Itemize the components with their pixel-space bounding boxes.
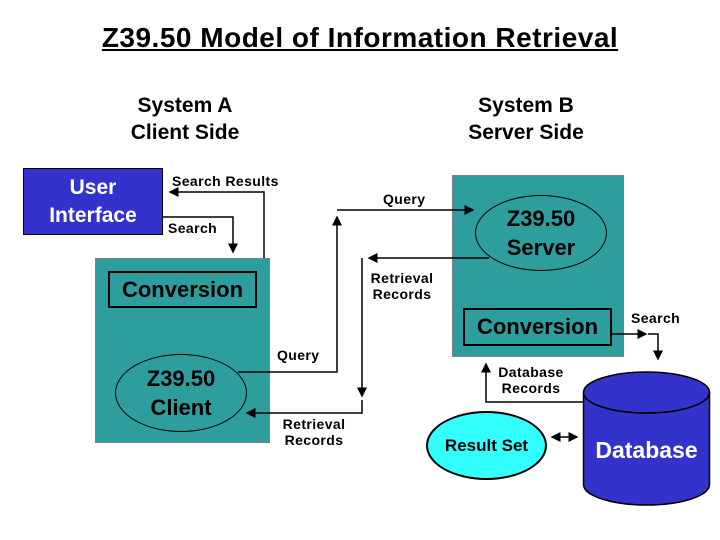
arrow-search-into-database — [648, 333, 663, 361]
heading-system-b-line1: System B — [478, 94, 574, 117]
z3950-client-line1: Z39.50 — [146, 366, 216, 391]
node-server-conversion: Conversion — [463, 308, 612, 346]
label-retrieval-records-client-line2: Records — [284, 431, 344, 448]
heading-system-a-line2: Client Side — [130, 121, 240, 144]
label-retrieval-records-mid-line1: Retrieval — [370, 270, 434, 286]
z3950-client-line2: Client — [150, 395, 212, 420]
heading-system-b: System B Server Side — [436, 92, 616, 146]
label-search-from-ui: Search — [168, 220, 218, 236]
node-result-set: Result Set — [426, 411, 547, 480]
node-database-label: Database — [595, 437, 698, 463]
heading-system-b-line2: Server Side — [468, 121, 584, 144]
label-query-from-client: Query — [277, 347, 320, 363]
label-search-to-database: Search — [631, 310, 681, 326]
z3950-server-line1: Z39.50 — [506, 206, 576, 231]
heading-system-a: System A Client Side — [95, 92, 275, 146]
label-database-records-line2: Records — [501, 379, 561, 396]
node-user-interface: User Interface — [23, 168, 163, 235]
page-title: Z39.50 Model of Information Retrieval — [101, 22, 619, 53]
label-search-results: Search Results — [172, 173, 279, 189]
node-client-conversion: Conversion — [108, 271, 257, 308]
label-query-to-server: Query — [383, 191, 426, 207]
heading-system-a-line1: System A — [137, 94, 233, 117]
database-cylinder-top — [582, 371, 711, 414]
user-interface-line2: Interface — [49, 203, 137, 227]
z3950-server-line2: Server — [506, 235, 576, 260]
label-retrieval-records-client-line1: Retrieval — [282, 416, 346, 432]
label-retrieval-records-mid-line2: Records — [372, 285, 432, 302]
node-z3950-server: Z39.50 Server — [475, 195, 607, 271]
label-database-records: Database Records — [490, 364, 572, 396]
label-database-records-line1: Database — [498, 364, 564, 380]
node-z3950-client: Z39.50 Client — [115, 354, 247, 432]
label-retrieval-records-mid: Retrieval Records — [362, 270, 442, 302]
user-interface-line1: User — [69, 175, 117, 199]
label-retrieval-records-client: Retrieval Records — [274, 416, 354, 448]
